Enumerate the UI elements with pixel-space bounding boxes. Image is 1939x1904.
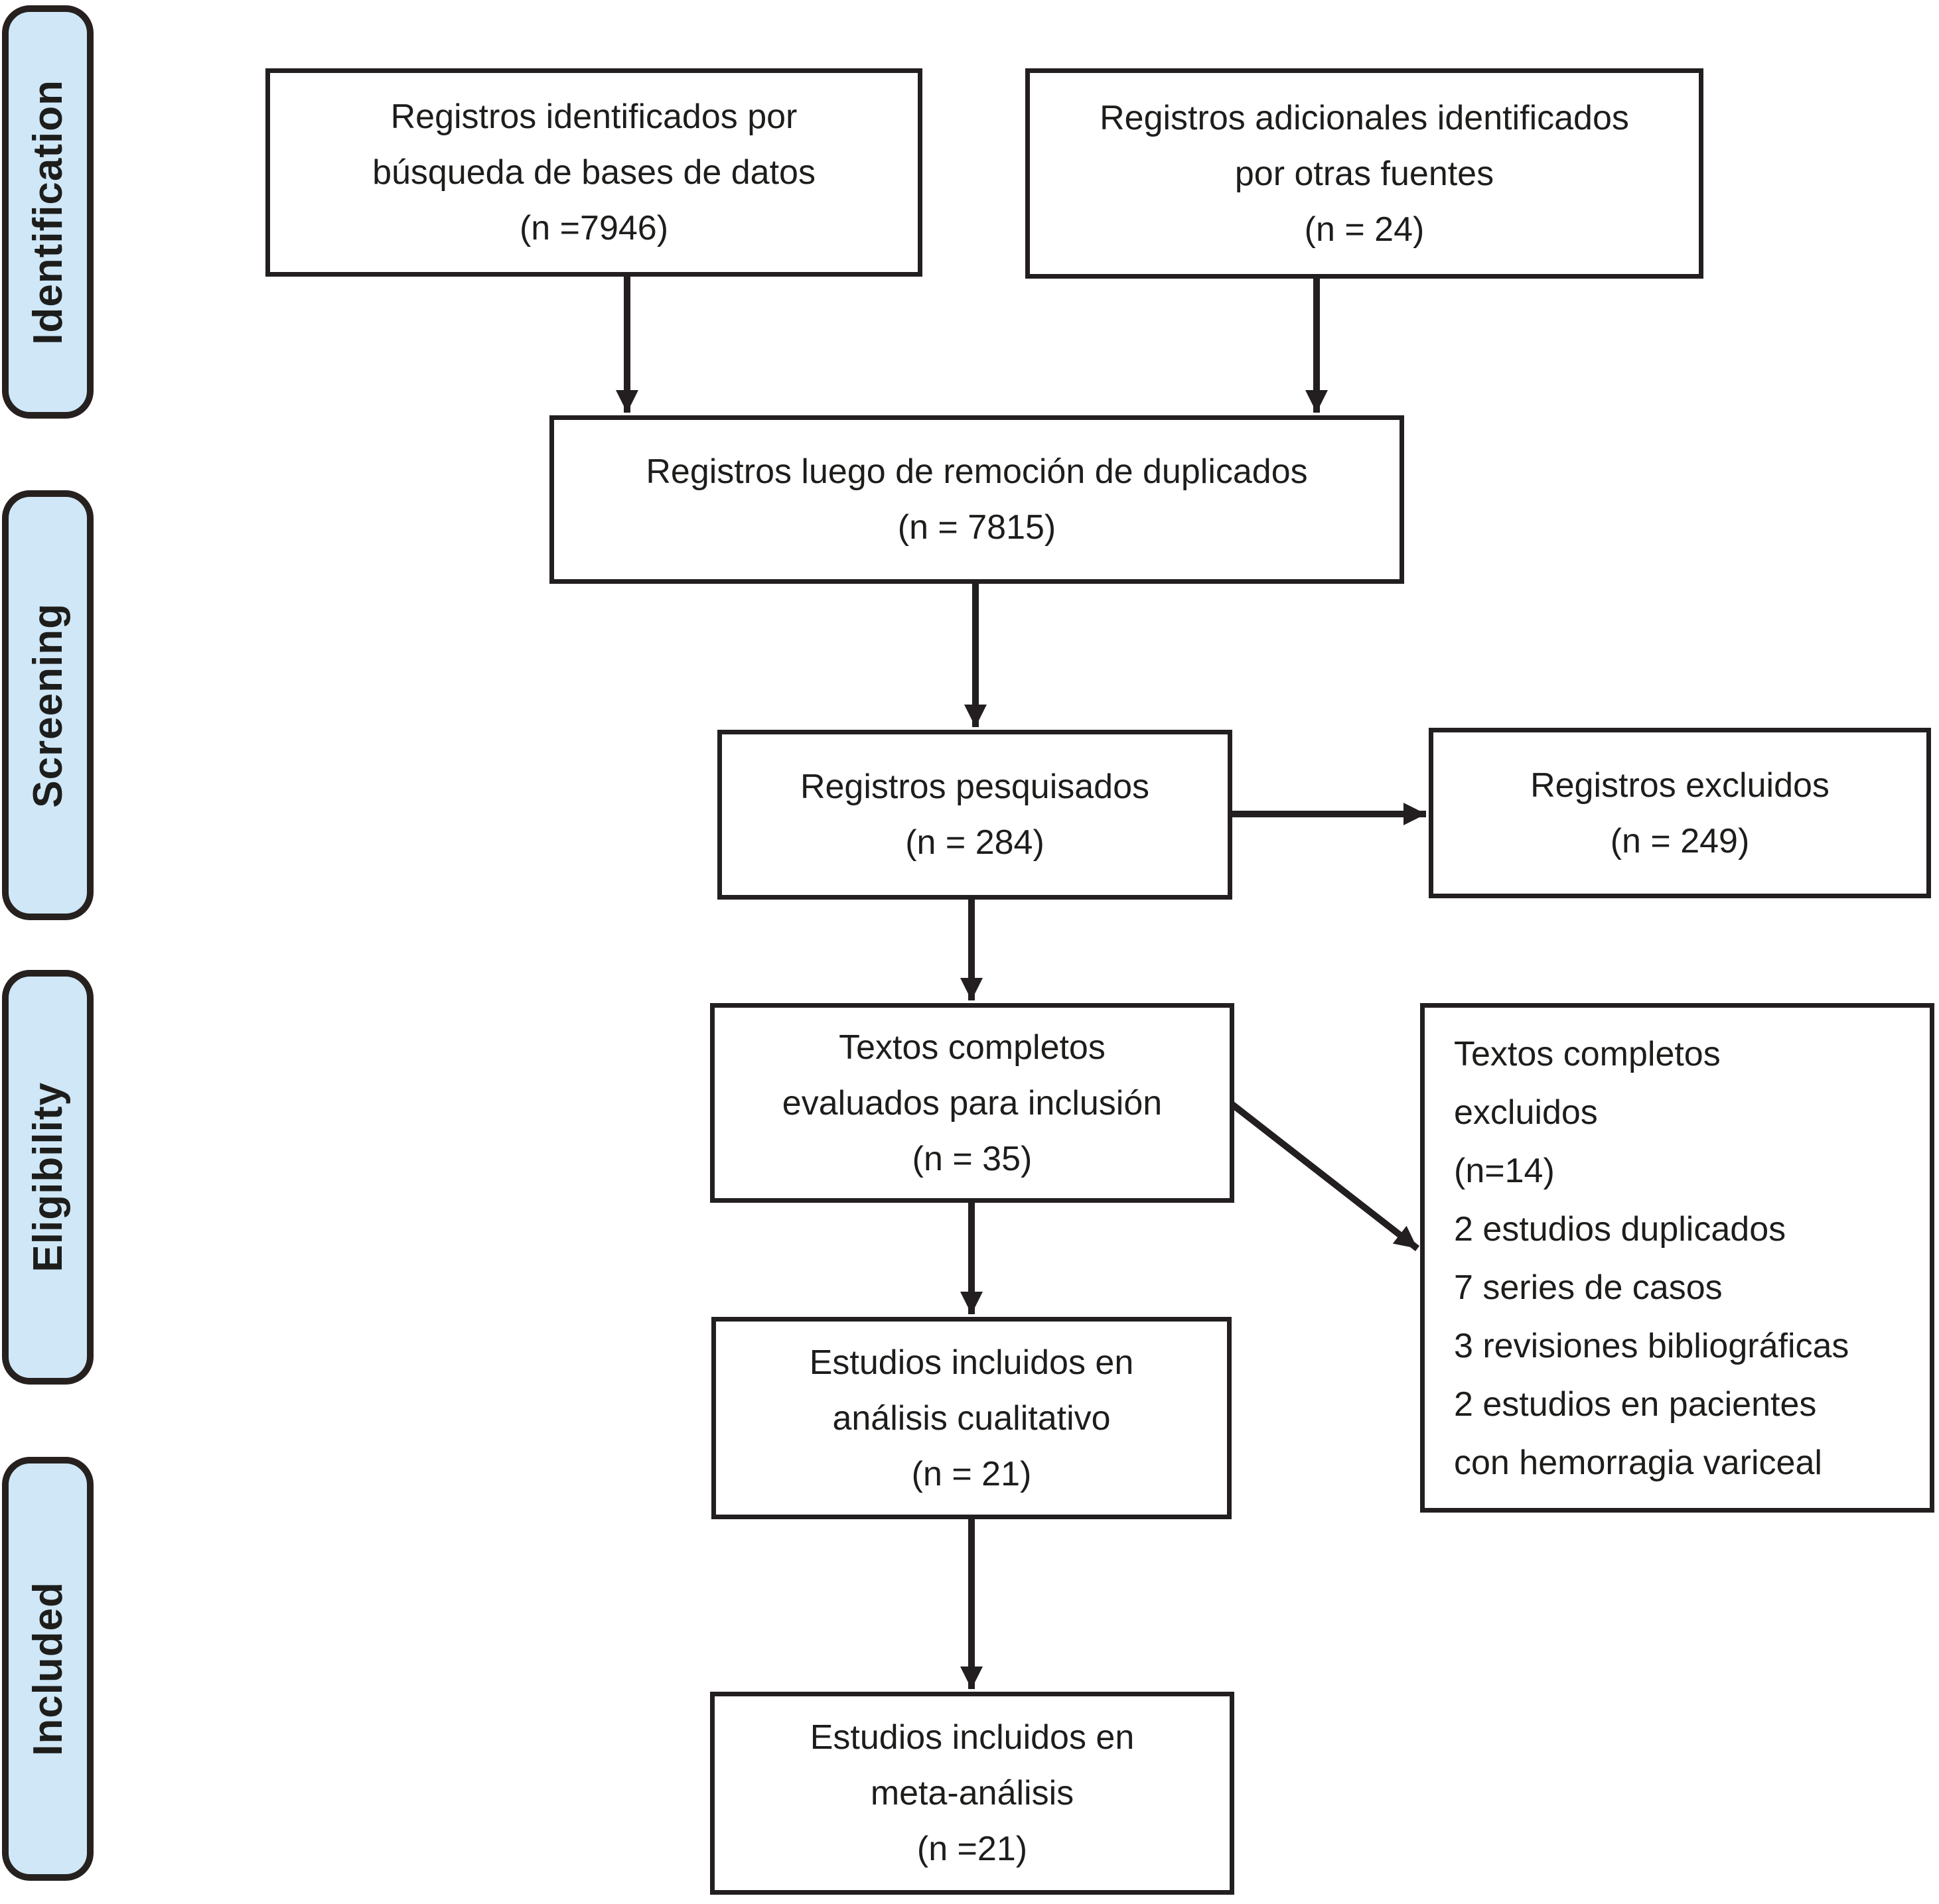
box-fulltext-excluded: Textos completos excluidos (n=14) 2 estu… [1420, 1003, 1934, 1513]
box-records-other-sources: Registros adicionales identificados por … [1025, 68, 1703, 279]
box-fulltext-assessed: Textos completos evaluados para inclusió… [710, 1003, 1234, 1203]
box-records-after-duplicates-text: Registros luego de remoción de duplicado… [646, 452, 1308, 547]
box-records-excluded-text: Registros excluidos (n = 249) [1530, 766, 1830, 860]
stage-screening: Screening [2, 490, 94, 920]
box-records-screened: Registros pesquisados (n = 284) [717, 730, 1232, 900]
box-included-qualitative-text: Estudios incluidos en análisis cualitati… [809, 1343, 1134, 1493]
box-included-qualitative: Estudios incluidos en análisis cualitati… [711, 1317, 1232, 1519]
box-included-meta: Estudios incluidos en meta-análisis (n =… [710, 1692, 1234, 1895]
box-records-identified-db-text: Registros identificados por búsqueda de … [372, 98, 816, 247]
stage-identification-label: Identification [25, 79, 71, 345]
stage-screening-label: Screening [25, 602, 71, 808]
box-fulltext-assessed-text: Textos completos evaluados para inclusió… [782, 1028, 1163, 1178]
arrow-fulltext-to-fulltext-excluded [1229, 1101, 1420, 1251]
box-included-meta-text: Estudios incluidos en meta-análisis (n =… [810, 1718, 1135, 1868]
stage-included-label: Included [25, 1582, 71, 1756]
box-records-excluded: Registros excluidos (n = 249) [1429, 728, 1931, 898]
box-records-screened-text: Registros pesquisados (n = 284) [800, 768, 1150, 862]
stage-eligibility: Eligibility [2, 970, 94, 1385]
box-fulltext-excluded-text: Textos completos excluidos (n=14) 2 estu… [1454, 1035, 1849, 1482]
box-records-identified-db: Registros identificados por búsqueda de … [265, 68, 922, 277]
box-records-other-sources-text: Registros adicionales identificados por … [1100, 98, 1629, 249]
box-records-after-duplicates: Registros luego de remoción de duplicado… [549, 415, 1404, 584]
stage-eligibility-label: Eligibility [25, 1082, 71, 1272]
stage-included: Included [2, 1457, 94, 1881]
stage-identification: Identification [2, 5, 94, 419]
